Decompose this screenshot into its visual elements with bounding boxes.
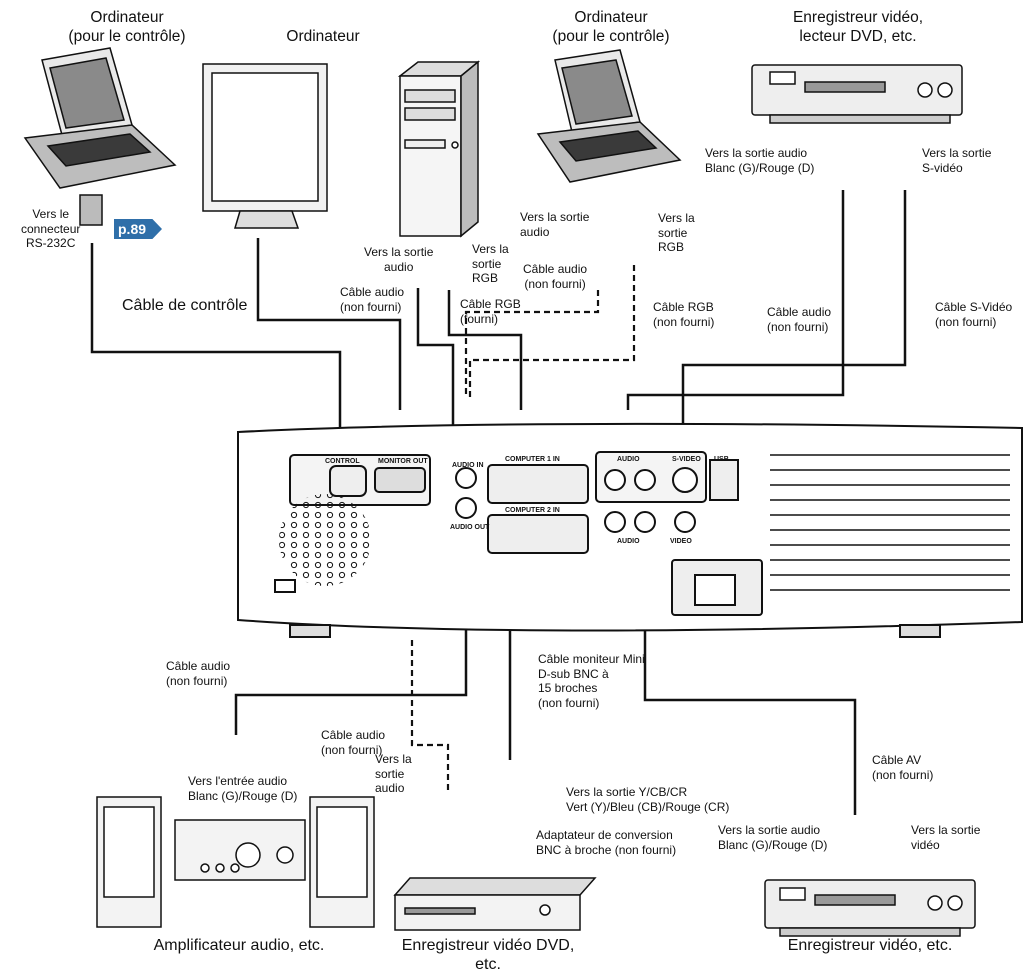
label-bnc-adapter: Adaptateur de conversion BNC à broche (n…: [536, 828, 677, 857]
dvd-recorder: [393, 877, 597, 931]
device-audio-amplifier: Amplificateur audio, etc.: [153, 937, 325, 954]
label-av-cable-nf: Câble AV (non fourni): [872, 753, 934, 782]
vcr-bottom: [764, 879, 976, 937]
label-control-cable: Câble de contrôle: [122, 297, 248, 314]
panel-control: CONTROL: [325, 458, 360, 465]
label-audio-cable-nf-4: Câble audio (non fourni): [166, 659, 231, 688]
label-svideo-cable-nf: Câble S-Vidéo (non fourni): [935, 300, 1013, 329]
panel-audio-bottom: AUDIO: [617, 538, 640, 545]
panel-usb: USB: [714, 456, 729, 463]
label-audio-cable-nf-3: Câble audio (non fourni): [767, 305, 832, 334]
projector: [237, 422, 1023, 638]
device-computer-control-right: Ordinateur (pour le contrôle): [552, 9, 670, 45]
label-ycbcr-out: Vers la sortie Y/CB/CR Vert (Y)/Bleu (CB…: [566, 785, 730, 814]
label-rs232: Vers le connecteur RS-232C: [21, 207, 81, 250]
panel-s-video: S-VIDEO: [672, 456, 701, 463]
panel-computer1-in: COMPUTER 1 IN: [505, 456, 560, 463]
rgb-cable-computer: [447, 290, 523, 410]
page-reference-link[interactable]: p.89: [114, 219, 162, 239]
label-rgb-out-control-pc: Vers la sortie RGB: [658, 211, 695, 254]
audio-cable-vcr-top: [626, 190, 845, 410]
panel-monitor-out: MONITOR OUT: [378, 458, 428, 465]
device-vcr-dvd-top: Enregistreur vidéo, lecteur DVD, etc.: [792, 9, 924, 45]
audio-cable-dvd: [410, 640, 450, 790]
monitor: [202, 63, 328, 229]
label-monitor-cable: Câble moniteur Mini D-sub BNC à 15 broch…: [538, 652, 645, 710]
label-video-out: Vers la sortie vidéo: [911, 823, 981, 852]
audio-cable-computer: [416, 288, 455, 425]
label-audio-out-vcr-bottom: Vers la sortie audio Blanc (G)/Rouge (D): [718, 823, 828, 852]
panel-audio-top: AUDIO: [617, 456, 640, 463]
audio-cable-control-pc: [464, 290, 600, 398]
control-cable: [90, 243, 342, 428]
av-cable: [643, 575, 857, 815]
label-audio-out-computer: Vers la sortie audio: [364, 245, 434, 274]
laptop-left: [23, 47, 177, 226]
svideo-cable: [681, 190, 907, 430]
label-audio-cable-nf-5: Câble audio (non fourni): [321, 728, 386, 757]
panel-computer2-in: COMPUTER 2 IN: [505, 507, 560, 514]
vcr-top: [751, 64, 963, 124]
label-audio-in-amp: Vers l'entrée audio Blanc (G)/Rouge (D): [188, 774, 298, 803]
device-computer: Ordinateur: [286, 28, 360, 45]
audio-amplifier: [96, 796, 375, 928]
panel-video: VIDEO: [670, 538, 692, 545]
label-svideo-out: Vers la sortie S-vidéo: [922, 146, 992, 175]
device-computer-control-left: Ordinateur (pour le contrôle): [68, 9, 186, 45]
device-dvd-recorder: Enregistreur vidéo DVD, etc.: [401, 937, 575, 971]
monitor-out-cable: [256, 238, 402, 410]
label-audio-out-vcr-top: Vers la sortie audio Blanc (G)/Rouge (D): [705, 146, 815, 175]
panel-audio-in: AUDIO IN: [452, 462, 484, 469]
label-audio-cable-nf-2: Câble audio (non fourni): [523, 262, 588, 291]
label-audio-cable-nf-1: Câble audio (non fourni): [340, 285, 405, 314]
panel-audio-out: AUDIO OUT: [450, 524, 490, 531]
label-rgb-cable-supplied: Câble RGB (fourni): [460, 297, 521, 326]
label-rgb-out-computer: Vers la sortie RGB: [472, 242, 509, 285]
pc-tower: [397, 60, 481, 238]
label-audio-out-control-pc: Vers la sortie audio: [520, 210, 590, 239]
label-rgb-cable-nf: Câble RGB (non fourni): [653, 300, 715, 329]
label-audio-out-dvd: Vers la sortie audio: [375, 752, 412, 795]
device-vcr-bottom: Enregistreur vidéo, etc.: [787, 937, 953, 954]
laptop-right: [536, 49, 682, 183]
